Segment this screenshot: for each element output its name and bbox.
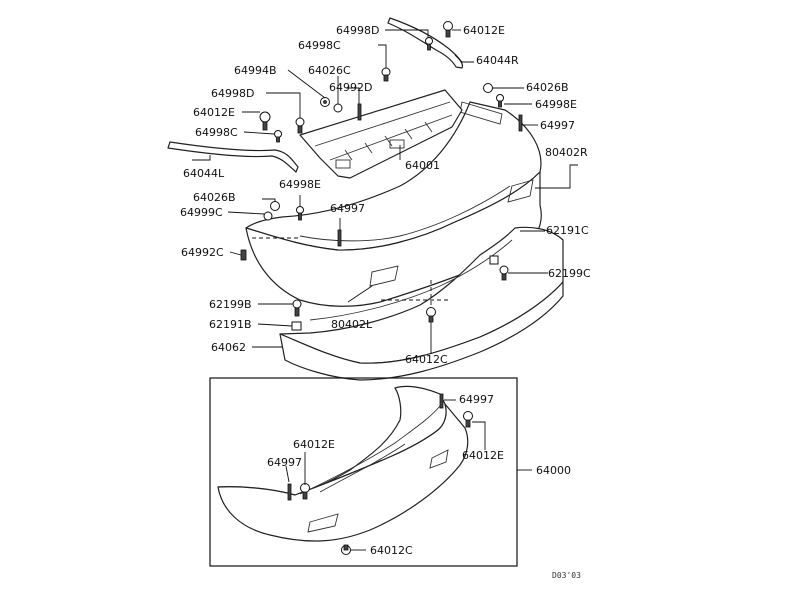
- callout-64000: 64000: [536, 464, 571, 477]
- callout-64026B-right: 64026B: [526, 81, 569, 94]
- callout-64026C: 64026C: [308, 64, 351, 77]
- callout-80402L: 80402L: [331, 318, 373, 331]
- clip-64998C-top-icon: [381, 67, 391, 82]
- grommet-64026B-right-icon: [483, 83, 493, 93]
- callout-64998E-left: 64998E: [279, 178, 321, 191]
- box-fasteners: [287, 393, 473, 555]
- clip-64998C-left-icon: [274, 130, 282, 143]
- callout-64044L: 64044L: [183, 167, 225, 180]
- callout-64026B-left: 64026B: [193, 191, 236, 204]
- side-molding-strips: [167, 17, 464, 173]
- pin-64997-box-left-icon: [287, 483, 292, 501]
- clip-64992C-icon: [240, 249, 247, 261]
- clip-64998E-right-icon: [496, 94, 504, 108]
- bumper-reinforcement-bracket: [299, 89, 463, 179]
- callout-64997-mid: 64997: [330, 202, 365, 215]
- grommet-64026C-icon: [333, 103, 343, 113]
- clip-64012E-box-right-icon: [463, 411, 473, 428]
- clip-62199B-icon: [292, 299, 302, 317]
- clip-64012E-top-icon: [443, 21, 453, 38]
- callout-64012E-box-left: 64012E: [293, 438, 335, 451]
- clip-64012C-box-icon: [341, 544, 351, 555]
- callout-62191B: 62191B: [209, 318, 252, 331]
- pin-64997-right-icon: [518, 114, 523, 132]
- assembly-frame: [209, 377, 518, 567]
- callout-64998C-top: 64998C: [298, 39, 341, 52]
- callout-64001: 64001: [405, 159, 440, 172]
- callout-64997-right: 64997: [540, 119, 575, 132]
- box-leader-lines: [285, 399, 486, 551]
- callout-64998C-left: 64998C: [195, 126, 238, 139]
- callout-labels: 64998D 64012E 64998C 64044R 64994B 64026…: [180, 24, 591, 557]
- clip-62199C-icon: [499, 265, 509, 281]
- callout-64994B: 64994B: [234, 64, 277, 77]
- callout-64992C: 64992C: [181, 246, 224, 259]
- clip-64999C-icon: [263, 211, 273, 221]
- nut-62191B-icon: [291, 321, 302, 331]
- clip-64012E-left-icon: [259, 111, 271, 131]
- callout-62199C: 62199C: [548, 267, 591, 280]
- bumper-assembly-box: [209, 377, 532, 567]
- clip-64998E-left-icon: [296, 206, 304, 221]
- grommet-64994B-icon: [320, 97, 330, 107]
- callout-80402R: 80402R: [545, 146, 588, 159]
- pin-64997-mid-icon: [337, 229, 342, 247]
- pin-64997-box-top-icon: [439, 393, 444, 409]
- upper-leader-lines: [192, 29, 578, 354]
- clip-64998D-left-icon: [295, 117, 305, 134]
- callout-64044R: 64044R: [476, 54, 519, 67]
- callout-64062: 64062: [211, 341, 246, 354]
- callout-64998D-top: 64998D: [336, 24, 379, 37]
- callout-64012E-box-right: 64012E: [462, 449, 504, 462]
- callout-64997-box-left: 64997: [267, 456, 302, 469]
- callout-64992D: 64992D: [329, 81, 372, 94]
- callout-64012C-box: 64012C: [370, 544, 413, 557]
- clip-64998D-top-icon: [425, 37, 433, 51]
- callout-64012C-mid: 64012C: [405, 353, 448, 366]
- callout-64997-box-top: 64997: [459, 393, 494, 406]
- screw-64992D-icon: [357, 103, 362, 121]
- grommet-64026B-left-icon: [270, 201, 280, 211]
- callout-64012E-left: 64012E: [193, 106, 235, 119]
- callout-64999C: 64999C: [180, 206, 223, 219]
- callout-62199B: 62199B: [209, 298, 252, 311]
- callout-64998E-right: 64998E: [535, 98, 577, 111]
- nut-62191C-icon: [489, 255, 499, 265]
- callout-64012E-top: 64012E: [463, 24, 505, 37]
- callout-62191C: 62191C: [546, 224, 589, 237]
- assembled-bumper: [217, 385, 469, 542]
- diagram-reference-code: D03'03: [552, 571, 581, 580]
- callout-64998D-left: 64998D: [211, 87, 254, 100]
